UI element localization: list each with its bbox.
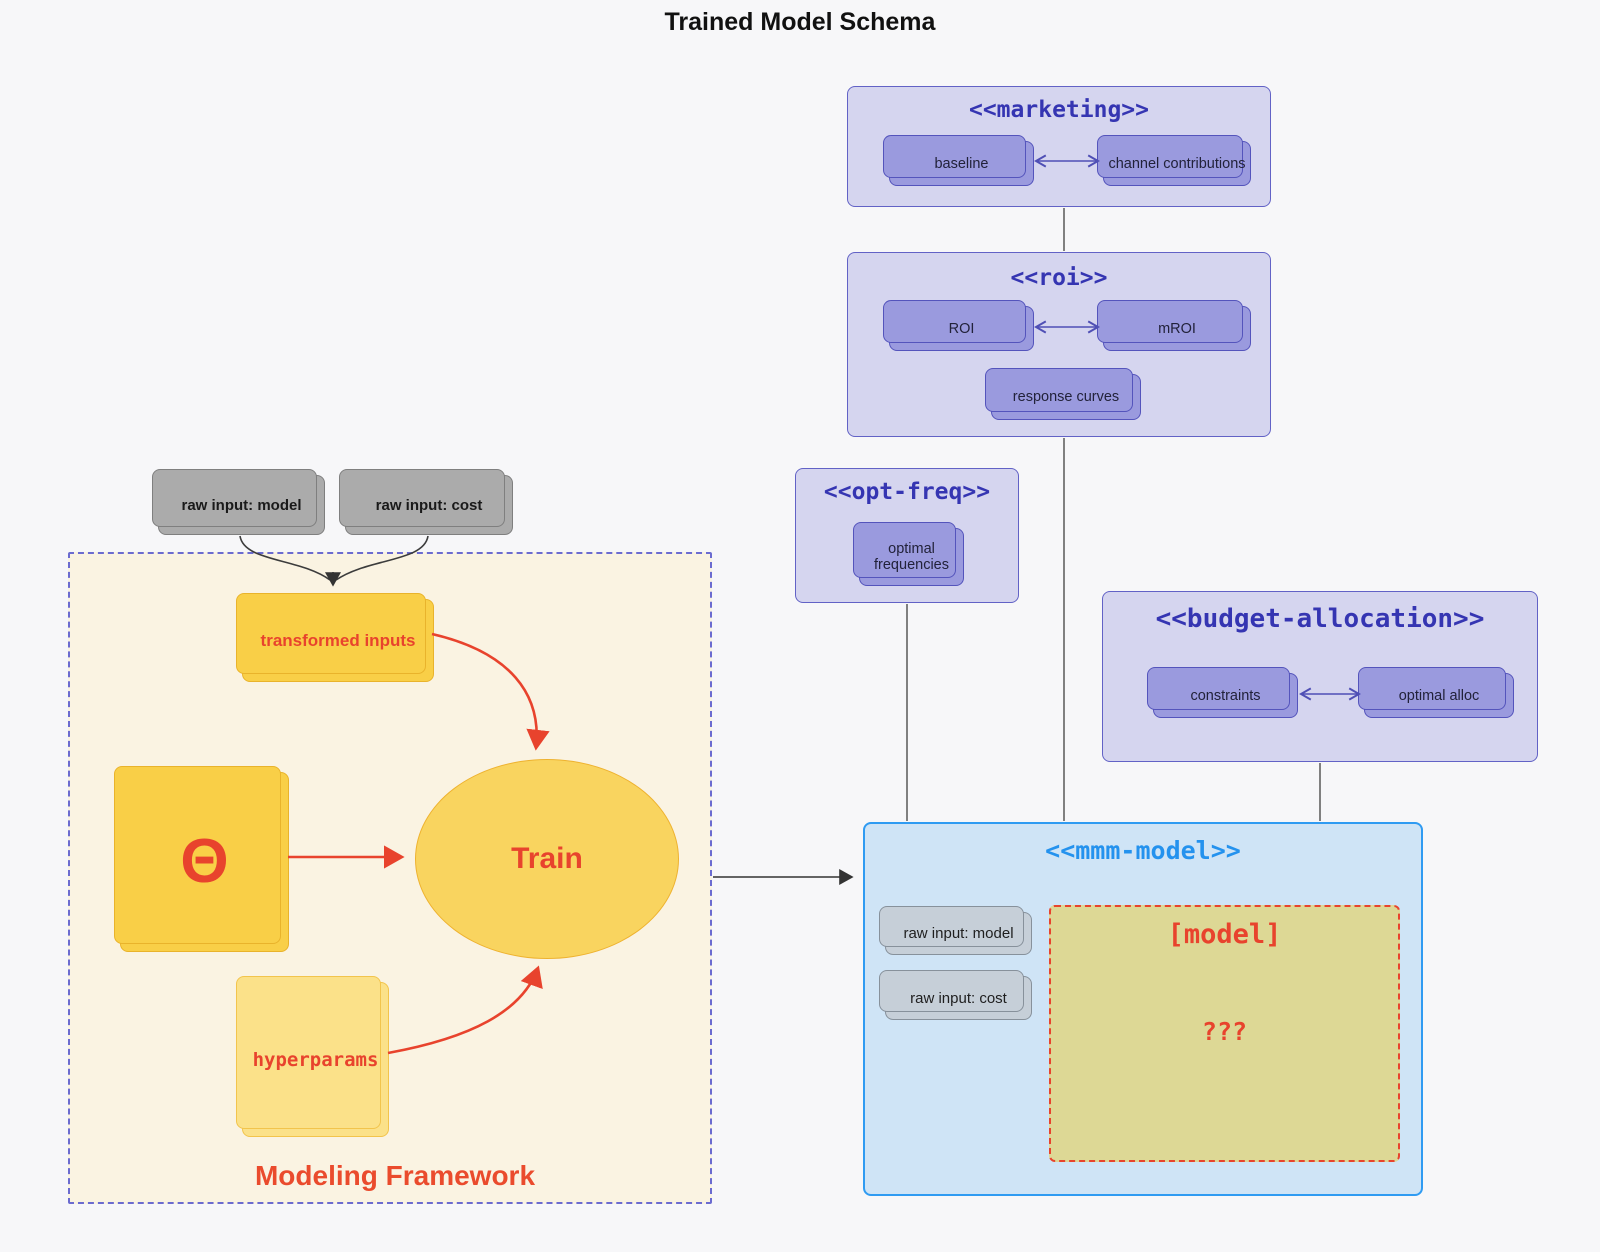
raw-input-cost-node: raw input: cost [339,469,513,535]
mmm-raw-input-cost-node: raw input: cost [879,970,1032,1020]
modeling-framework-group: transformed inputs Θ Train hyperparams M… [68,552,712,1204]
roi-group-title: <<roi>> [1010,265,1108,291]
optimal-frequencies-node: optimal frequencies [853,522,964,586]
optimal-alloc-label: optimal alloc [1398,687,1480,704]
mmm-raw-input-model-node: raw input: model [879,906,1032,955]
channel-contributions-label: channel contributions [1108,155,1246,172]
roi-label: ROI [948,320,975,337]
baseline-node: baseline [883,135,1034,186]
train-node: Train [415,759,679,959]
hyperparams-label: hyperparams [252,1048,379,1071]
mmm-raw-input-cost-label: raw input: cost [910,989,1007,1007]
baseline-label: baseline [934,155,989,172]
mmm-raw-input-model-label: raw input: model [903,925,1014,942]
roi-node: ROI [883,300,1034,351]
mmm-model-group-title: <<mmm-model>> [1045,836,1241,865]
raw-input-cost-label: raw input: cost [375,496,483,514]
transformed-inputs-label: transformed inputs [260,630,416,650]
opt-freq-group-title: <<opt-freq>> [823,479,991,505]
response-curves-label: response curves [1012,389,1120,405]
model-placeholder-label: [model] [1167,919,1282,950]
budget-allocation-group-title: <<budget-allocation>> [1155,604,1485,634]
mroi-node: mROI [1097,300,1251,351]
train-label: Train [511,842,583,875]
response-curves-node: response curves [985,368,1141,420]
constraints-label: constraints [1190,687,1261,704]
hyperparams-node: hyperparams [236,976,389,1137]
theta-node: Θ [114,766,289,952]
marketing-group-title: <<marketing>> [968,97,1149,123]
optimal-frequencies-label: optimal frequencies [874,541,949,573]
opt-freq-group: <<opt-freq>> optimal frequencies [795,468,1019,603]
transformed-inputs-node: transformed inputs [236,593,434,682]
budget-allocation-group: <<budget-allocation>> constraints optima… [1102,591,1538,762]
model-placeholder-box: [model] ??? [1049,905,1400,1162]
mmm-model-group: <<mmm-model>> raw input: model raw input… [863,822,1423,1196]
mroi-label: mROI [1158,320,1196,337]
constraints-node: constraints [1147,667,1298,718]
channel-contributions-node: channel contributions [1097,135,1251,186]
model-unknown-label: ??? [1201,1017,1248,1046]
theta-label: Θ [180,827,229,896]
optimal-alloc-node: optimal alloc [1358,667,1514,718]
marketing-group: <<marketing>> baseline channel contribut… [847,86,1271,207]
page-title: Trained Model Schema [664,8,936,36]
roi-group: <<roi>> ROI mROI response curves [847,252,1271,437]
modeling-framework-title: Modeling Framework [254,1160,536,1191]
raw-input-model-node: raw input: model [152,469,325,535]
raw-input-model-label: raw input: model [181,496,302,514]
